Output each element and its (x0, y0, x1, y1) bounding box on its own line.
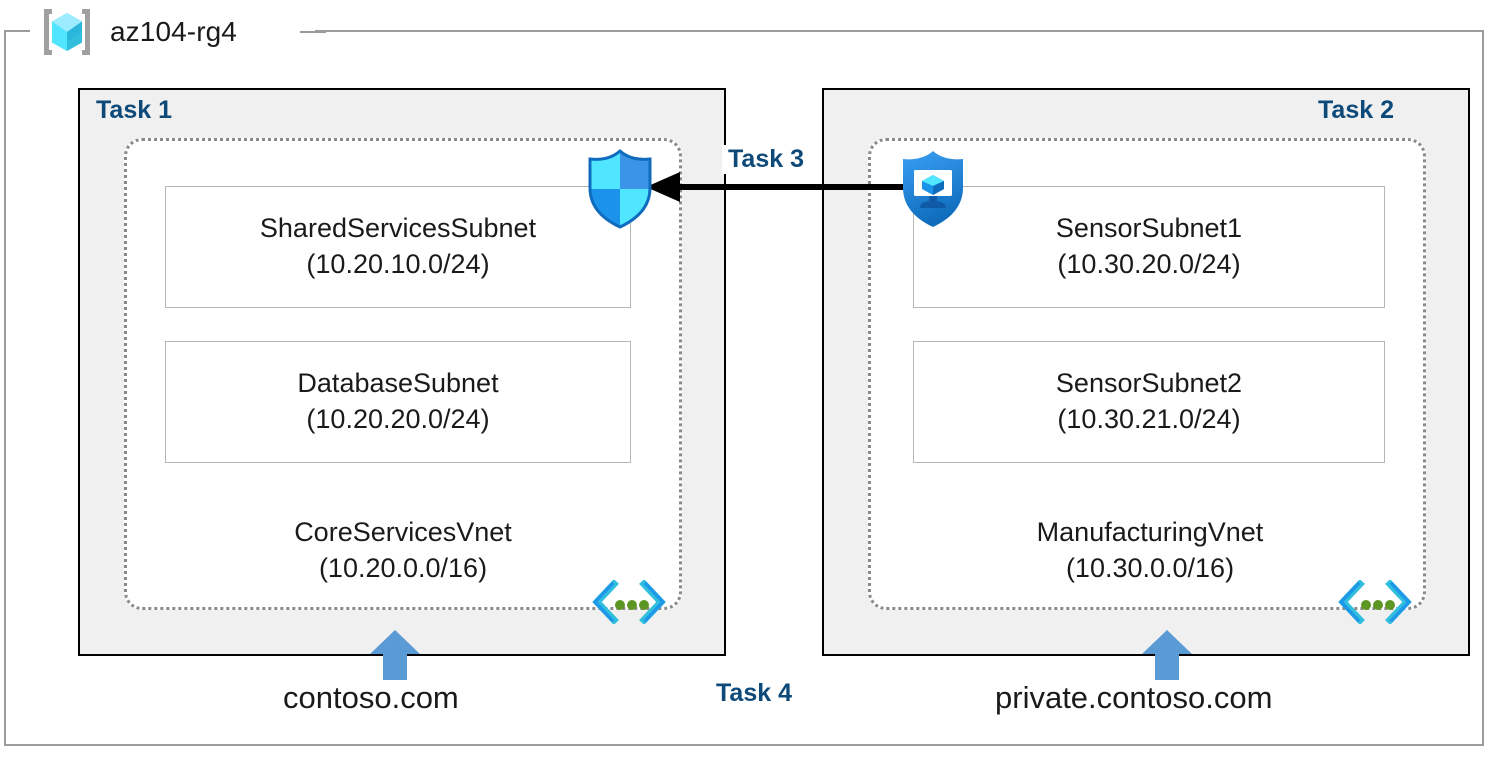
task-4-label: Task 4 (716, 679, 792, 707)
sharedservicessubnet-name: SharedServicesSubnet (259, 213, 537, 244)
vnet-peering-arrow (636, 168, 926, 208)
manufacturingvnet-caption: ManufacturingVnet (10.30.0.0/16) (915, 515, 1385, 587)
sharedservicessubnet-box: SharedServicesSubnet (10.20.10.0/24) (165, 186, 631, 308)
task-2-label: Task 2 (1318, 96, 1394, 124)
task-3-label: Task 3 (722, 145, 810, 174)
coreservicesvnet-caption: CoreServicesVnet (10.20.0.0/16) (168, 515, 638, 587)
databasesubnet-box: DatabaseSubnet (10.20.20.0/24) (165, 341, 631, 463)
sharedservicessubnet-cidr: (10.20.10.0/24) (306, 249, 490, 279)
coreservicesvnet-cidr: (10.20.0.0/16) (318, 552, 488, 583)
resource-group-boundary (4, 30, 1484, 746)
databasesubnet-cidr: (10.20.20.0/24) (306, 404, 490, 434)
sensorsubnet2-cidr: (10.30.21.0/24) (1057, 404, 1241, 434)
sensorsubnet2-name: SensorSubnet2 (1055, 368, 1243, 399)
sensorsubnet1-box: SensorSubnet1 (10.30.20.0/24) (913, 186, 1385, 308)
task-1-label: Task 1 (96, 96, 172, 124)
sensorsubnet2-box: SensorSubnet2 (10.30.21.0/24) (913, 341, 1385, 463)
sensorsubnet1-cidr: (10.30.20.0/24) (1057, 249, 1241, 279)
resource-group-title-rule (300, 31, 326, 33)
virtual-network-icon (1338, 579, 1412, 625)
manufacturingvnet-cidr: (10.30.0.0/16) (1065, 552, 1235, 583)
resource-group-name: az104-rg4 (110, 16, 237, 47)
databasesubnet-name: DatabaseSubnet (297, 368, 499, 399)
sensorsubnet1-name: SensorSubnet1 (1055, 213, 1243, 244)
manufacturingvnet-name: ManufacturingVnet (1036, 517, 1264, 547)
dns-zone-label-private-contoso: private.contoso.com (995, 680, 1273, 715)
dns-zone-label-contoso: contoso.com (283, 680, 459, 715)
azure-resource-group-icon (38, 6, 96, 58)
coreservicesvnet-name: CoreServicesVnet (294, 517, 512, 547)
resource-group-header: az104-rg4 (38, 6, 237, 58)
up-arrow-icon (1140, 628, 1194, 682)
up-arrow-icon (368, 628, 422, 682)
shield-monitor-icon (896, 148, 970, 230)
shield-icon (583, 148, 657, 230)
virtual-network-icon (592, 579, 666, 625)
